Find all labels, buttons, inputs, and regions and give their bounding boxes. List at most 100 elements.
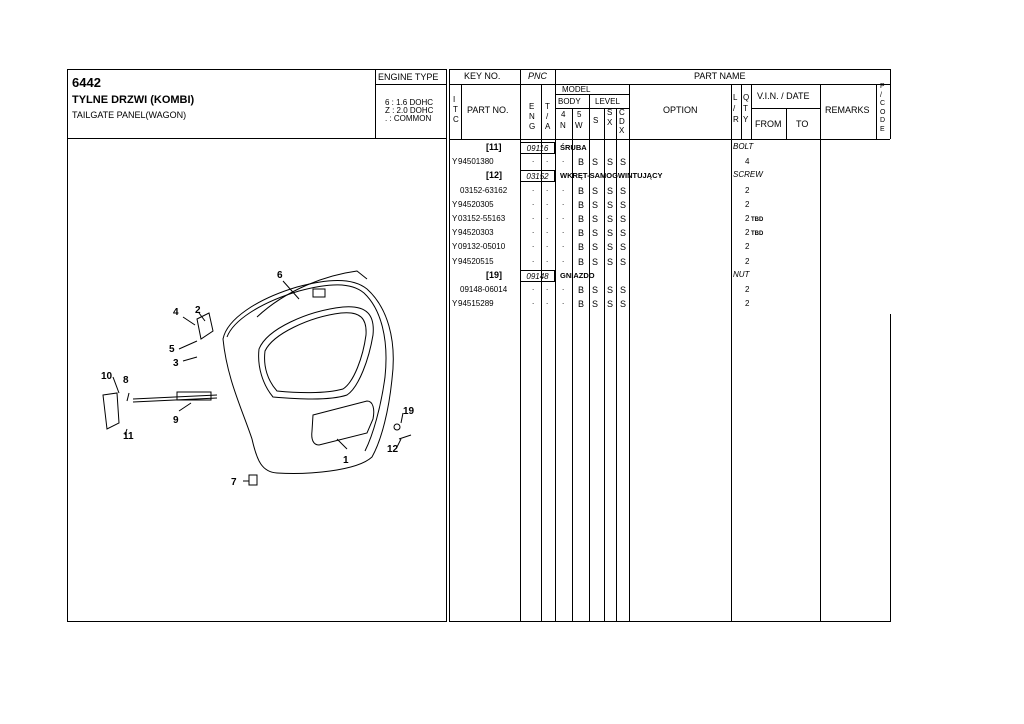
row-cdx: S: [620, 214, 627, 224]
page-code: 6442: [72, 75, 101, 90]
callout-1: 1: [343, 455, 349, 466]
group-key: [19]: [486, 269, 503, 280]
row-itc: Y: [452, 299, 458, 309]
row-cdx: S: [620, 299, 627, 310]
row-part-no: 09148-06014: [460, 285, 508, 294]
body-5: 5: [577, 110, 582, 119]
level-sx: S X: [607, 108, 613, 127]
qty-q: Q: [743, 93, 750, 102]
row-itc: Y: [452, 157, 458, 167]
ta-slash: /: [546, 112, 549, 121]
row-part-no: 94520303: [458, 228, 494, 238]
row-eng: .: [532, 155, 535, 165]
pnc-box: 03152: [520, 170, 555, 183]
row-remark: TBD: [751, 217, 764, 223]
ta-t: T: [545, 102, 550, 111]
part-name-label: PART NAME: [694, 71, 746, 81]
row-4n: .: [562, 240, 565, 250]
row-5w: B: [578, 185, 585, 196]
row-5w: B: [578, 157, 585, 168]
row-5w: B: [578, 214, 585, 224]
level-label: LEVEL: [595, 97, 620, 106]
row-qty: 2: [745, 242, 750, 252]
vin-divider: [751, 108, 820, 109]
row-eng: .: [532, 254, 535, 264]
callout-6: 6: [277, 270, 283, 281]
row-sx: S: [607, 185, 614, 196]
col-from: [786, 108, 787, 139]
vin-label: V.I.N. / DATE: [757, 91, 810, 101]
body-w: W: [575, 121, 583, 130]
row-part-no: 94520305: [458, 199, 494, 209]
row-ta: .: [546, 297, 549, 307]
body-label: BODY: [558, 97, 581, 106]
itc-c: C: [453, 115, 459, 124]
row-part-no: 09132-05010: [458, 242, 506, 252]
col-eng: [541, 84, 542, 622]
to-label: TO: [796, 119, 809, 129]
col-option: [731, 84, 732, 622]
callout-2: 2: [195, 305, 201, 316]
callout-4: 4: [173, 307, 179, 318]
callout-5: 5: [169, 344, 175, 355]
itc-i: I: [453, 95, 456, 104]
row-qty: 2: [745, 256, 750, 266]
callout-3: 3: [173, 358, 179, 369]
tailgate-diagram: 6 4 2 5 3 10 8 9 11 7 19 12 1: [101, 270, 415, 488]
model-label: MODEL: [562, 85, 591, 94]
engine-line-2: Z : 2.0 DOHC: [385, 106, 434, 115]
table-right-edge-lower: [890, 314, 891, 622]
ta-a: A: [545, 122, 551, 131]
remarks-label: REMARKS: [825, 105, 870, 115]
col-4n: [572, 108, 573, 622]
callout-10: 10: [101, 371, 113, 382]
row-qty: 4: [745, 157, 750, 167]
model-divider: [555, 94, 629, 95]
callout-12: 12: [387, 444, 399, 455]
col-ta: [555, 69, 556, 622]
col-qty: [751, 84, 752, 139]
row-s: S: [592, 185, 599, 196]
col-cdx: [629, 84, 630, 622]
row-part-no: 03152-63162: [460, 185, 508, 195]
level-s: S: [593, 116, 599, 125]
row-ta: .: [546, 283, 549, 292]
group-key: [12]: [486, 170, 503, 181]
col-5w: [589, 94, 590, 622]
row-eng: .: [532, 226, 535, 236]
col-s: [604, 108, 605, 622]
engine-line-1: 6 : 1.6 DOHC: [385, 98, 434, 107]
row-ta: .: [546, 183, 549, 193]
engine-line-3: . : COMMON: [385, 114, 432, 123]
row-sx: S: [607, 285, 614, 295]
pnc-box: 09148: [520, 269, 555, 282]
header-row1-line: [449, 84, 891, 85]
row-qty: 2: [745, 214, 750, 223]
row-qty: 2: [745, 228, 750, 238]
level-cdx: C D X: [619, 108, 625, 135]
col-remarks: [876, 84, 877, 139]
row-cdx: S: [620, 242, 627, 253]
row-5w: B: [578, 228, 585, 239]
col-vin: [820, 84, 821, 622]
row-sx: S: [607, 157, 614, 168]
page-title: TYLNE DRZWI (KOMBI): [72, 94, 195, 106]
eng-n: N: [529, 112, 535, 121]
row-ta: .: [546, 240, 549, 250]
row-cdx: S: [620, 228, 627, 239]
row-eng: .: [532, 240, 535, 250]
row-s: S: [592, 157, 599, 168]
lr-slash: /: [733, 104, 736, 113]
callout-9: 9: [173, 415, 179, 426]
part-name-pl: WKRĘT-SAMOGWINTUJĄCY: [560, 171, 663, 181]
row-qty: 2: [745, 285, 750, 294]
row-qty: 2: [745, 199, 750, 209]
row-part-no: 94520515: [458, 256, 494, 266]
row-part-no: 94515289: [458, 299, 494, 309]
body-4: 4: [561, 110, 566, 119]
row-eng: .: [532, 197, 535, 207]
row-remark: TBD: [751, 231, 764, 238]
row-itc: Y: [452, 242, 458, 252]
col-lr: [741, 84, 742, 139]
